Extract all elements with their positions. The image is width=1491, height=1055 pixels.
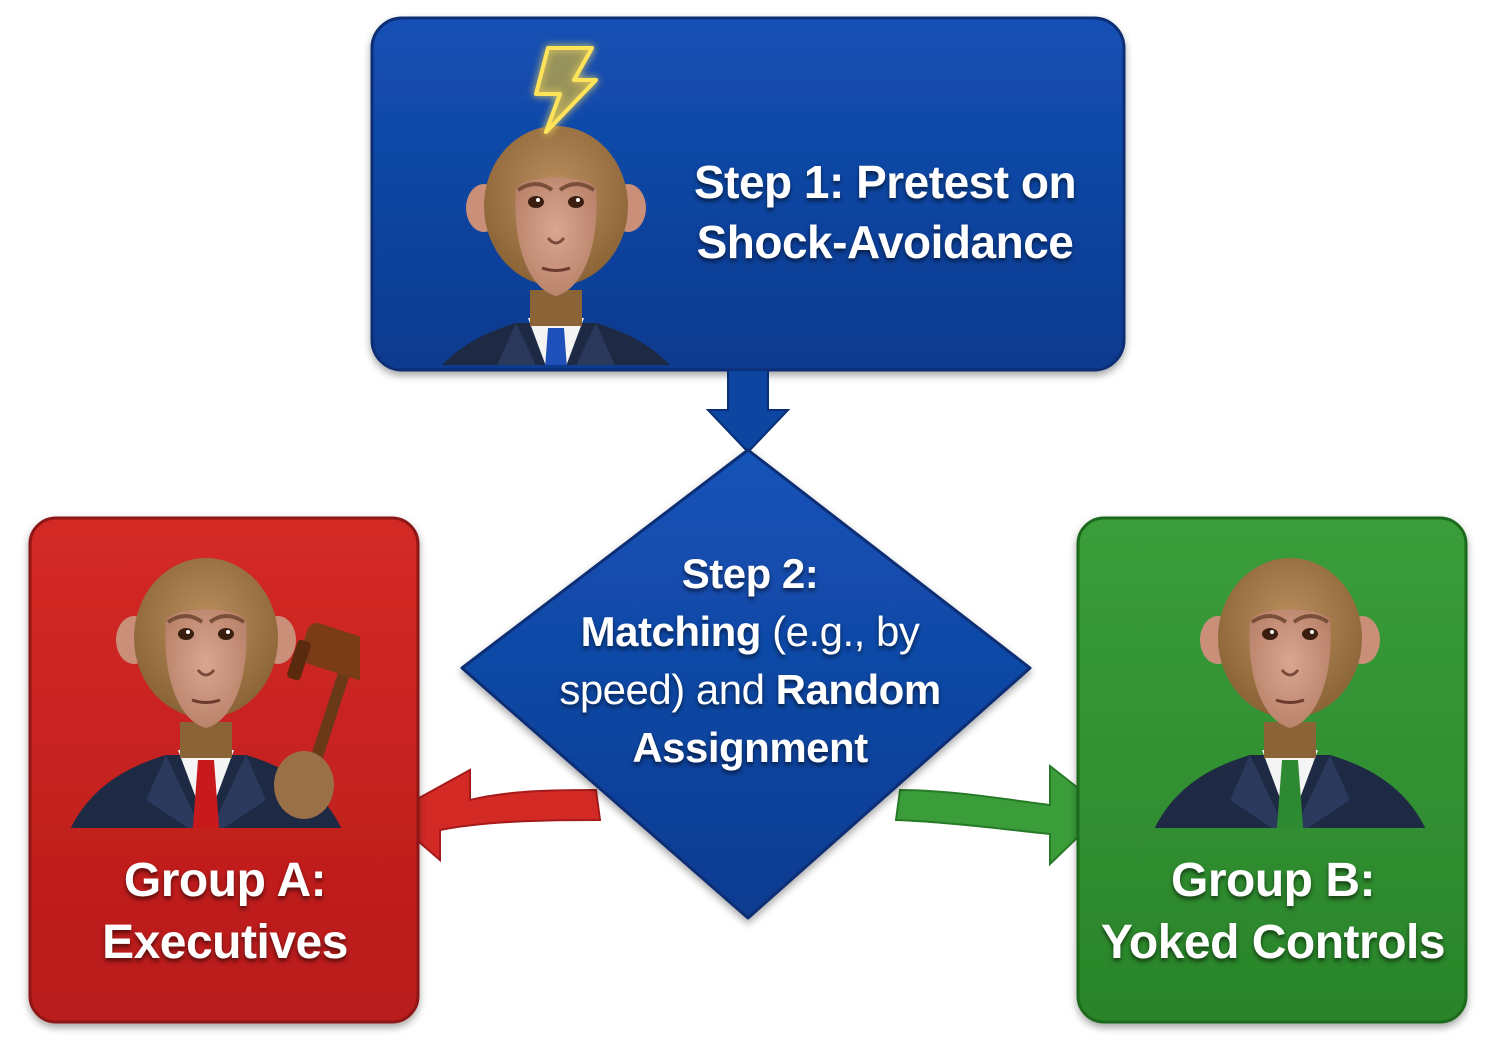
step1-line1: Step 1: Pretest on [693,156,1077,208]
step2-line1: Step 2: [681,550,819,597]
group-a-line1: Group A: [123,854,327,907]
step2-eg: (e.g., by [760,608,920,655]
pretest-monkey-image [406,124,706,365]
lightning-bolt-icon [534,46,598,134]
gavel-icon [274,622,360,819]
step2-random: Random [775,666,942,713]
step1-line2: Shock-Avoidance [696,216,1074,268]
group-a-line2: Executives [102,916,348,969]
step2-matching: Matching [580,608,762,655]
arrow-to-group-b [894,763,1108,867]
group-b-line2: Yoked Controls [1100,916,1446,969]
yoked-control-monkey-image [1138,556,1442,828]
step1-label: Step 1: Pretest on Shock-Avoidance [690,152,1080,272]
step2-line2: Matching (e.g., by [540,603,960,661]
step2-line3: speed) and Random [540,661,960,719]
group-b-line1: Group B: [1171,854,1375,907]
arrow-step1-to-step2 [705,369,791,454]
step2-label: Step 2: Matching (e.g., by speed) and Ra… [540,545,960,777]
group-a-label: Group A: Executives [40,850,410,974]
step2-line4: Assignment [632,724,868,771]
step2-diamond [460,448,1032,920]
executive-monkey-image [54,556,360,828]
group-b-label: Group B: Yoked Controls [1088,850,1458,974]
arrow-to-group-a [386,768,602,863]
step2-speed: speed) and [559,666,776,713]
